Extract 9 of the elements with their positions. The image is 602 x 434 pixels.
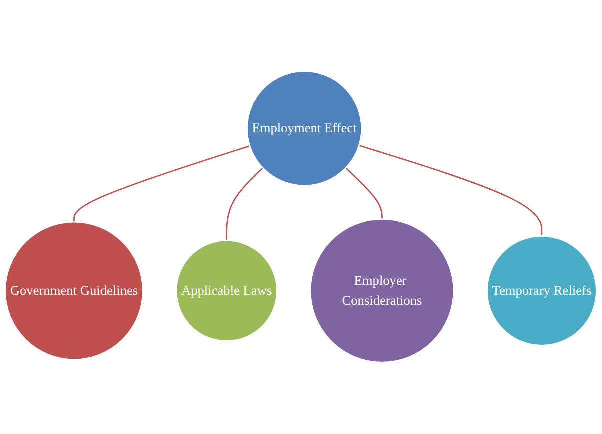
node-circle: Government Guidelines [4,221,144,360]
node-circle: Employment Effect [246,70,362,187]
node-circle: Applicable Laws [176,240,278,342]
connector [74,146,250,222]
connector [346,168,383,220]
node-circle: Temporary Reliefs [486,236,598,346]
connector [226,168,264,241]
connector [359,145,543,236]
node-circle: Employer Considerations [310,218,455,364]
